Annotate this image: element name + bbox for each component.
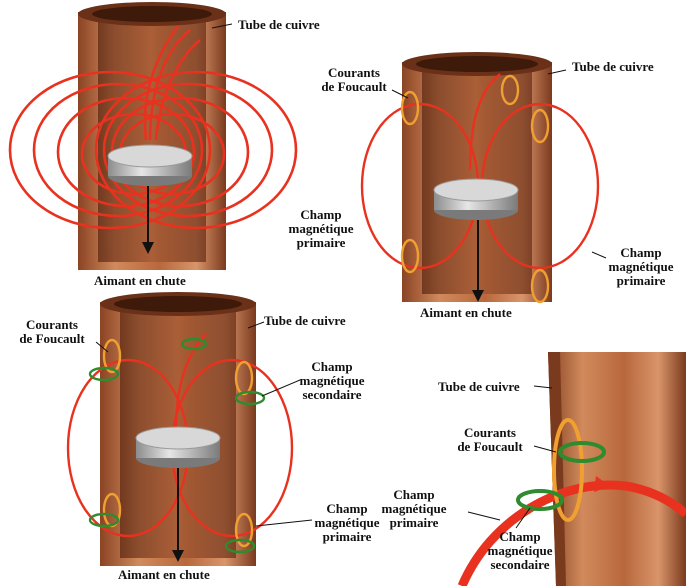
label-primary-field-2-line2: magnétique xyxy=(596,260,686,274)
label-secondary-field-4-line1: Champ xyxy=(474,530,566,544)
label-magnet-fall-2: Aimant en chute xyxy=(420,306,512,320)
label-primary-field-4-line2: magnétique xyxy=(368,502,460,516)
label-secondary-field-4: Champ magnétique secondaire xyxy=(474,530,566,572)
label-primary-field-3-line3: primaire xyxy=(302,530,392,544)
label-secondary-field-4-line3: secondaire xyxy=(474,558,566,572)
label-magnet-fall-1: Aimant en chute xyxy=(94,274,186,288)
magnet-1 xyxy=(108,145,192,186)
label-magnet-fall-3: Aimant en chute xyxy=(118,568,210,582)
label-eddy-2-line2: de Foucault xyxy=(308,80,400,94)
copper-wall-detail xyxy=(548,352,686,586)
label-eddy-3-line2: de Foucault xyxy=(6,332,98,346)
magnet-2 xyxy=(434,179,518,220)
label-primary-field-1-line3: primaire xyxy=(276,236,366,250)
label-tube-1: Tube de cuivre xyxy=(238,18,320,32)
label-tube-3: Tube de cuivre xyxy=(264,314,346,328)
magnet-3 xyxy=(136,427,220,468)
label-secondary-field-3-line2: magnétique xyxy=(286,374,378,388)
label-secondary-field-3-line1: Champ xyxy=(286,360,378,374)
label-primary-field-1-line2: magnétique xyxy=(276,222,366,236)
leader-primary-4 xyxy=(468,512,500,520)
label-eddy-3-line1: Courants xyxy=(6,318,98,332)
label-eddy-4-line1: Courants xyxy=(444,426,536,440)
label-primary-field-1-line1: Champ xyxy=(276,208,366,222)
label-primary-field-4-line3: primaire xyxy=(368,516,460,530)
label-primary-field-1: Champ magnétique primaire xyxy=(276,208,366,250)
label-eddy-currents-3: Courants de Foucault xyxy=(6,318,98,346)
label-secondary-field-3-line3: secondaire xyxy=(286,388,378,402)
label-eddy-2-line1: Courants xyxy=(308,66,400,80)
label-primary-field-4: Champ magnétique primaire xyxy=(368,488,460,530)
label-eddy-currents-2: Courants de Foucault xyxy=(308,66,400,94)
label-primary-field-4-line1: Champ xyxy=(368,488,460,502)
panel-1-primary-field xyxy=(10,2,296,270)
label-eddy-4-line2: de Foucault xyxy=(444,440,536,454)
label-secondary-field-4-line2: magnétique xyxy=(474,544,566,558)
label-tube-2: Tube de cuivre xyxy=(572,60,654,74)
label-primary-field-2-line3: primaire xyxy=(596,274,686,288)
label-tube-4: Tube de cuivre xyxy=(438,380,520,394)
label-eddy-currents-4: Courants de Foucault xyxy=(444,426,536,454)
panel-3-secondary-field xyxy=(68,292,312,566)
label-secondary-field-3: Champ magnétique secondaire xyxy=(286,360,378,402)
copper-tube-1 xyxy=(78,2,226,270)
label-primary-field-2-line1: Champ xyxy=(596,246,686,260)
label-primary-field-2: Champ magnétique primaire xyxy=(596,246,686,288)
